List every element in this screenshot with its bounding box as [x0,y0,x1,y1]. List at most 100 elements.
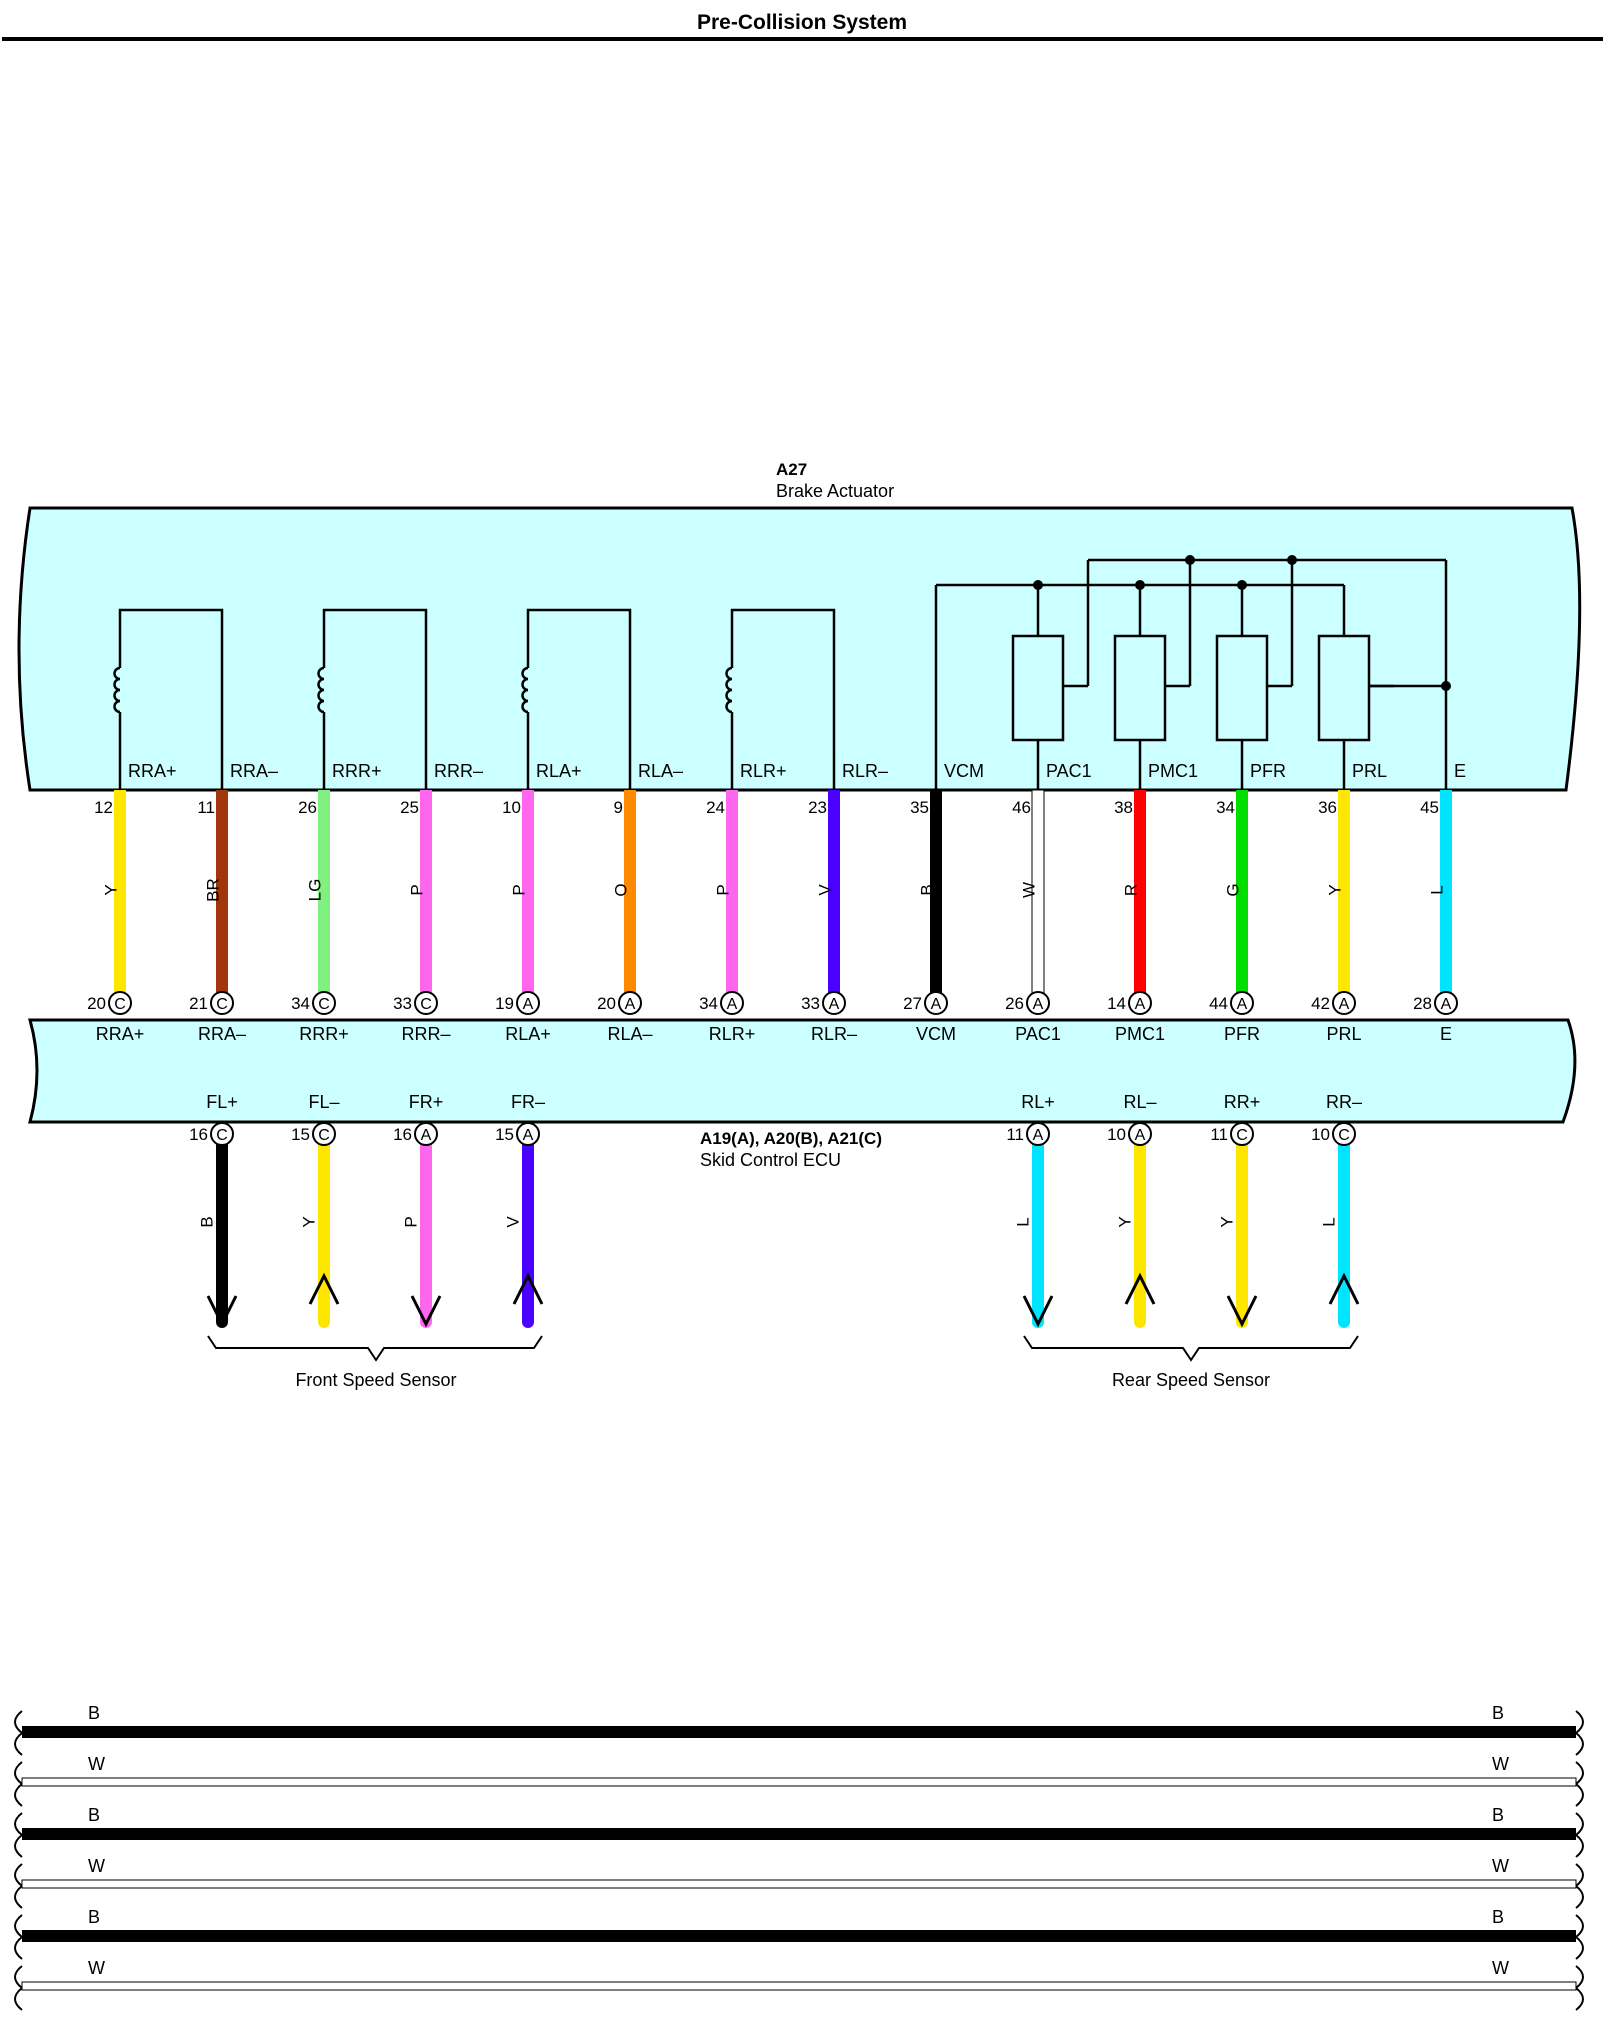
ecu-pin-number: 26 [1005,994,1024,1013]
break-mark-icon [14,1965,24,2011]
arrow-up-icon [1328,1272,1360,1305]
brace-icon [1023,1335,1359,1362]
ecu-connector-circle [1128,991,1152,1015]
ecu-pin-number: 16 [393,1125,412,1144]
sensor-element [1215,634,1269,742]
junction-dot [1287,555,1297,565]
ecu-terminal-label: RLA+ [505,1024,551,1044]
actuator-name: Brake Actuator [776,481,894,501]
ecu-connector-letter: A [931,996,942,1013]
ecu-connector-circle [1434,991,1458,1015]
harness-wires: 12YC2011BRC2126LGC3425PC3310PA199OA2024P… [87,789,1458,1015]
ecu-terminal-label: PRL [1326,1024,1361,1044]
wire-color-code: BR [203,878,222,902]
ecu-pin-number: 20 [597,994,616,1013]
bus-color-code-left: B [88,1907,100,1927]
pressure-sensor [1215,585,1292,790]
coil-loop [322,608,428,790]
break-mark-icon [14,1761,24,1807]
solenoid-coil [113,608,224,790]
actuator-pin-number: 25 [400,798,419,817]
wire-color-code: B [197,1216,216,1227]
ecu-connector-letter: A [1135,996,1146,1013]
coil-loop [730,608,836,790]
wire-color-code: P [407,884,426,895]
actuator-pin-number: 23 [808,798,827,817]
actuator-code: A27 [776,460,807,479]
sensor-group-brace: Front Speed Sensor [207,1335,543,1390]
actuator-terminal-label: PMC1 [1148,761,1198,781]
bus-wire [21,1981,1577,1991]
actuator-terminal-label: RRR– [434,761,483,781]
actuator-pin-number: 24 [706,798,725,817]
ecu-terminal-label: E [1440,1024,1452,1044]
ecu-connector-letter: A [625,996,636,1013]
wire-color-code: P [713,884,732,895]
ecu-connector-circle [720,991,744,1015]
actuator-pin-number: 10 [502,798,521,817]
bus-color-code-left: B [88,1703,100,1723]
ecu-pin-number: 42 [1311,994,1330,1013]
arrow-up-icon [1124,1272,1156,1305]
bus-color-code-right: W [1492,1754,1509,1774]
actuator-pin-number: 38 [1114,798,1133,817]
ecu-pin-number: 15 [495,1125,514,1144]
wire-color-code: L [1319,1217,1338,1226]
bus-color-code-left: B [88,1805,100,1825]
actuator-terminal-label: RRR+ [332,761,382,781]
actuator-pin-number: 11 [197,798,215,817]
sensor-element [1011,634,1065,742]
ecu-connector-letter: A [1033,1127,1044,1144]
ecu-terminal-label: PMC1 [1115,1024,1165,1044]
actuator-terminal-label: PFR [1250,761,1286,781]
ecu-connector-circle [210,991,234,1015]
actuator-terminal-label: VCM [944,761,984,781]
ecu-connector-letter: C [216,1127,228,1144]
bus-color-code-left: W [88,1958,105,1978]
wire-color-code: Y [1217,1216,1236,1227]
coil-winding [113,666,121,714]
sensor-terminal-label: RR– [1326,1092,1362,1112]
ecu-pin-number: 34 [699,994,718,1013]
wire-color-code: Y [1115,1216,1134,1227]
coil-loop [118,608,224,790]
coil-loop [526,608,632,790]
actuator-pin-number: 45 [1420,798,1439,817]
ecu-terminal-label: RLR+ [709,1024,756,1044]
ecu-connector-circle [1128,1122,1152,1146]
ecu-connector-circle [618,991,642,1015]
solenoid-coil [725,608,836,790]
bus-color-code-left: W [88,1754,105,1774]
arrow-up-icon [512,1272,544,1305]
pressure-sensor [1011,585,1088,790]
ecu-connector-circle [1332,1122,1356,1146]
wire-color-code: P [401,1216,420,1227]
ecu-pin-number: 19 [495,994,514,1013]
actuator-terminal-label: PAC1 [1046,761,1092,781]
ecu-connector-letter: A [1441,996,1452,1013]
sensor-terminal-label: FL+ [206,1092,238,1112]
break-mark-icon [1574,1914,1584,1960]
actuator-terminal-label: E [1454,761,1466,781]
ecu-terminal-label: PFR [1224,1024,1260,1044]
sensor-terminal-label: RL– [1123,1092,1156,1112]
actuator-terminal-label: RRA– [230,761,278,781]
ecu-pin-number: 14 [1107,994,1126,1013]
sensor-group-label: Front Speed Sensor [295,1370,456,1390]
